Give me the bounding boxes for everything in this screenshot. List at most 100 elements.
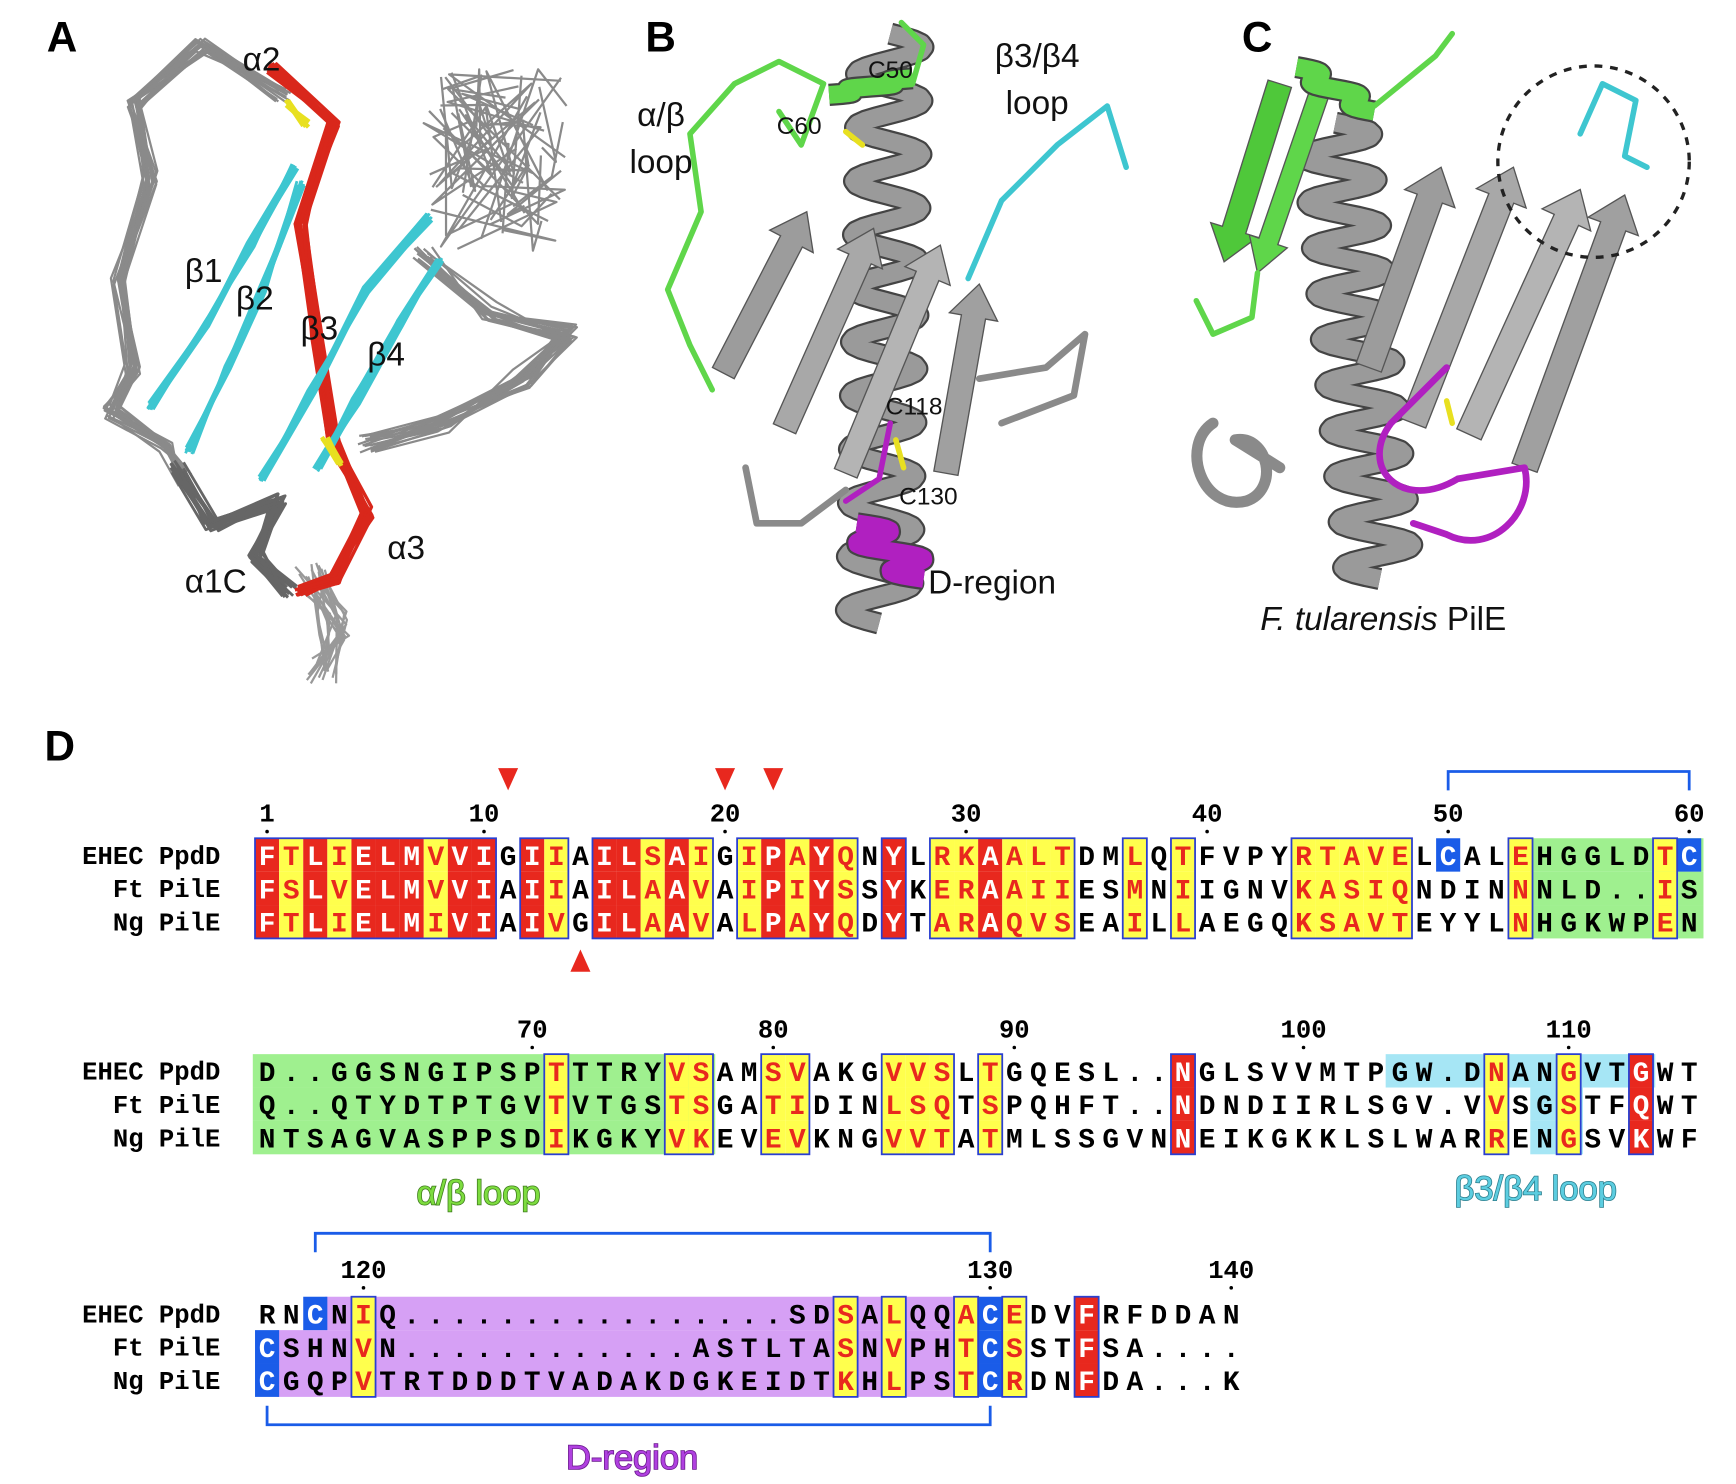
residue: V <box>885 1059 902 1090</box>
marker-triangle-down <box>763 768 784 791</box>
residue: V <box>1030 910 1047 941</box>
label-c50: C50 <box>868 57 913 84</box>
disordered-loop <box>422 122 534 184</box>
residue-cell-bg <box>929 871 955 906</box>
residue: S <box>1078 1126 1095 1157</box>
residue: E <box>1199 1126 1216 1157</box>
residue: L <box>307 910 324 941</box>
residue-cell-bg <box>761 905 786 939</box>
residue: S <box>1102 876 1119 907</box>
residue: V <box>1271 1059 1288 1090</box>
residue: W <box>1657 1126 1674 1157</box>
residue-cell-bg <box>1170 905 1196 939</box>
residue: S <box>283 876 300 907</box>
residue: A <box>668 910 685 941</box>
residue: N <box>1536 1126 1553 1157</box>
residue: A <box>741 1092 758 1123</box>
residue: L <box>1030 1126 1047 1157</box>
residue-cell-bg <box>592 838 617 872</box>
residue: N <box>1512 876 1529 907</box>
residue: C <box>307 1301 324 1332</box>
residue-cell-bg <box>761 1087 786 1121</box>
residue-cell-bg <box>664 871 689 906</box>
residue-cell-bg <box>1628 1120 1654 1155</box>
residue: I <box>476 910 493 941</box>
residue: I <box>1367 876 1384 907</box>
residue-cell-bg <box>978 838 1003 872</box>
residue: A <box>1512 1059 1529 1090</box>
residue: A <box>500 876 517 907</box>
residue-cell-bg <box>1653 838 1678 872</box>
residue-cell-bg <box>303 871 328 906</box>
panel-a-letter: A <box>47 13 78 60</box>
conservation-box <box>1170 837 1196 940</box>
residue: V <box>524 1092 541 1123</box>
residue: G <box>1392 1092 1409 1123</box>
residue-cell-bg <box>592 871 617 906</box>
residue: G <box>1392 1059 1409 1090</box>
residue: N <box>1223 1301 1240 1332</box>
position-tick <box>1687 829 1691 834</box>
b3b4-loop-coil <box>965 103 1129 282</box>
sequence-name: Ng PilE <box>113 1126 220 1155</box>
residue: D <box>1151 1301 1168 1332</box>
residue: D <box>1247 1092 1264 1123</box>
residue: . <box>1126 1059 1143 1090</box>
residue-cell-bg <box>447 905 472 939</box>
gray-helix <box>837 25 933 633</box>
residue: P <box>452 1092 469 1123</box>
residue: D <box>596 1368 613 1399</box>
residue: N <box>1247 876 1264 907</box>
residue: T <box>379 1368 396 1399</box>
residue-cell-bg <box>1074 1330 1099 1364</box>
residue-cell-bg <box>929 838 955 872</box>
residue: Q <box>1151 843 1168 874</box>
position-number: 60 <box>1674 801 1705 830</box>
residue-cell-bg <box>471 871 497 906</box>
residue: S <box>910 1092 927 1123</box>
residue: R <box>259 1301 276 1332</box>
residue: . <box>476 1301 493 1332</box>
residue: R <box>620 1059 637 1090</box>
residue: Q <box>837 843 854 874</box>
residue-cell-bg <box>809 838 834 872</box>
sequence-name: Ft PilE <box>113 1335 220 1364</box>
residue: Q <box>259 1092 276 1123</box>
residue: T <box>1681 1092 1698 1123</box>
residue: N <box>1488 1059 1505 1090</box>
residue: S <box>837 876 854 907</box>
position-tick <box>1229 1286 1234 1290</box>
green-beta-strand <box>1248 90 1330 275</box>
residue: A <box>1006 876 1023 907</box>
residue: . <box>1223 1335 1240 1366</box>
position-tick <box>723 829 727 834</box>
position-number: 1 <box>259 801 274 830</box>
residue: I <box>1464 876 1481 907</box>
residue-cell-bg <box>737 905 762 939</box>
residue: P <box>524 1059 541 1090</box>
residue: L <box>1126 843 1143 874</box>
residue-cell-bg <box>761 1054 786 1088</box>
residue: K <box>958 843 975 874</box>
residue: V <box>1054 1301 1071 1332</box>
disordered-loop <box>481 184 566 226</box>
residue: N <box>1175 1059 1192 1090</box>
residue: S <box>934 1368 951 1399</box>
residue: E <box>741 1368 758 1399</box>
position-tick <box>1012 1045 1017 1050</box>
residue: V <box>910 1126 927 1157</box>
residue: Y <box>813 843 830 874</box>
residue: A <box>1126 1368 1143 1399</box>
b3b4-loop-label: β3/β4 loop <box>1454 1170 1616 1208</box>
residue: I <box>789 1092 806 1123</box>
residue: Y <box>1440 910 1457 941</box>
residue: . <box>1151 1059 1168 1090</box>
residue-cell-bg <box>640 871 665 906</box>
residue: G <box>717 1092 734 1123</box>
residue-cell-bg <box>978 905 1003 939</box>
residue-cell-bg <box>1653 871 1678 906</box>
residue: G <box>283 1368 300 1399</box>
residue: V <box>668 1126 685 1157</box>
